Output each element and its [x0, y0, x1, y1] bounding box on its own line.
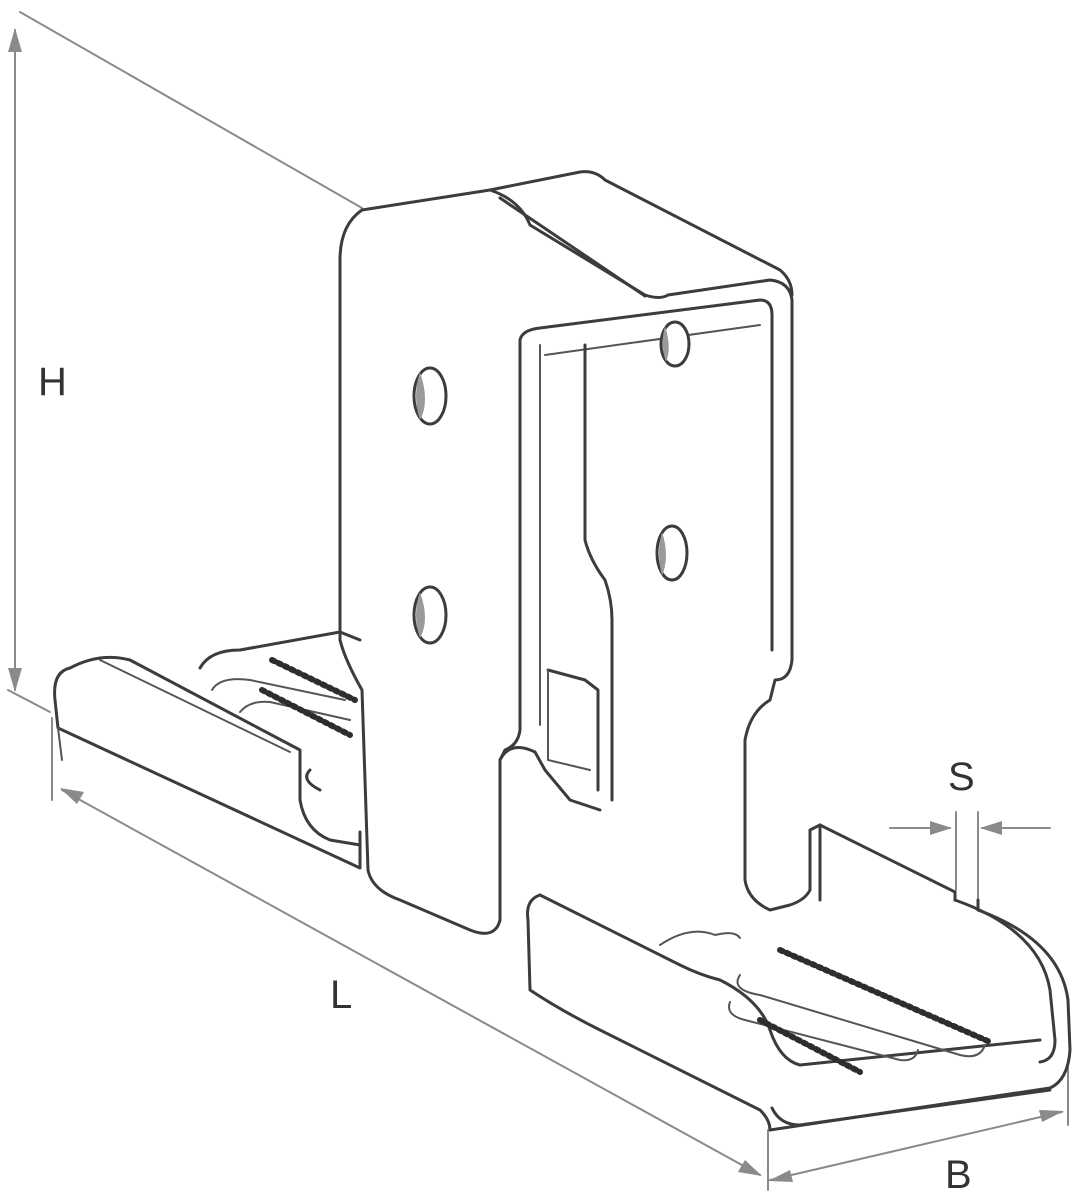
height-label: H	[38, 360, 67, 404]
height-arrow-top	[8, 28, 22, 52]
right-foot	[526, 823, 1072, 1132]
length-arrow-right	[738, 1160, 762, 1176]
length-dimension-line	[61, 789, 761, 1176]
width-dimension-line	[769, 1111, 1063, 1181]
thickness-label: S	[948, 755, 975, 799]
mounting-holes	[412, 320, 691, 645]
vertical-body	[338, 170, 822, 935]
thickness-arrow-right	[980, 821, 1002, 835]
left-foot	[53, 630, 362, 870]
height-extension-top	[19, 11, 363, 209]
dimension-lines	[7, 11, 1069, 1191]
width-arrow-left	[768, 1170, 793, 1182]
thickness-arrow-left	[930, 821, 952, 835]
width-label: B	[945, 1153, 972, 1197]
height-arrow-bottom	[8, 668, 22, 692]
length-arrow-left	[60, 788, 84, 804]
height-extension-bottom	[7, 689, 51, 713]
width-arrow-right	[1039, 1110, 1064, 1122]
length-label: L	[330, 973, 352, 1017]
